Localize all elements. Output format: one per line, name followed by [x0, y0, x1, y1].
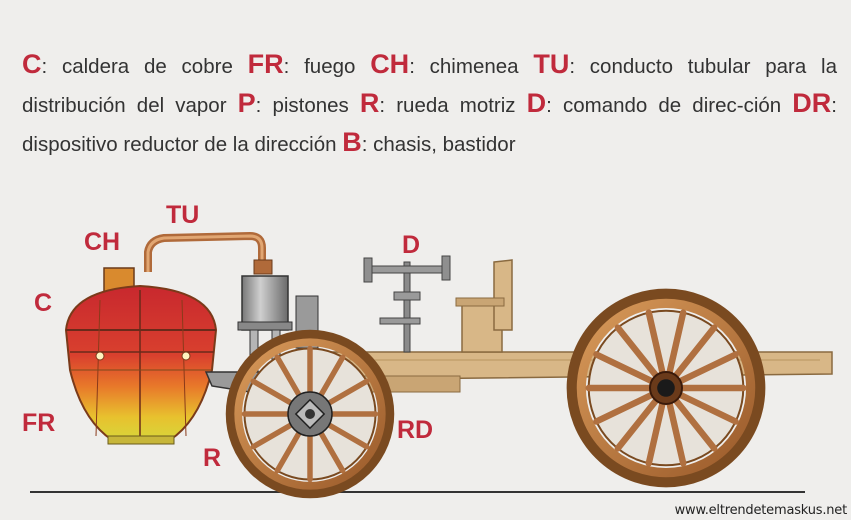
legend-desc-tu: : conducto tubular para la distribución …: [22, 55, 837, 117]
legend-desc-c: : caldera de cobre: [41, 55, 248, 78]
legend-desc-p: : pistones: [255, 94, 360, 117]
legend-text: C: caldera de cobre FR: fuego CH: chimen…: [22, 46, 837, 163]
legend-desc-fr: : fuego: [283, 55, 371, 78]
legend-desc-d: : comando de direc-ción: [546, 94, 793, 117]
rear-wheel: [566, 288, 766, 488]
label-c: C: [34, 289, 53, 317]
label-d: D: [402, 231, 421, 259]
legend-code-p: P: [237, 88, 256, 118]
label-ch: CH: [84, 228, 121, 256]
boiler: [64, 284, 218, 445]
legend-code-r: R: [359, 88, 380, 118]
legend-code-ch: CH: [370, 49, 410, 79]
legend-code-d: D: [526, 88, 547, 118]
website-credit[interactable]: www.eltrendetemaskus.net: [674, 503, 848, 518]
label-tu: TU: [166, 201, 200, 229]
legend-code-dr: DR: [792, 88, 832, 118]
legend-desc-dr: : dispositivo reductor de la dirección: [22, 94, 837, 156]
label-r: R: [203, 444, 222, 472]
legend-code-tu: TU: [533, 49, 570, 79]
legend-desc-r: : rueda motriz: [379, 94, 527, 117]
driver-seat: [455, 259, 513, 353]
legend-code-c: C: [22, 49, 42, 79]
label-rd: RD: [397, 416, 434, 444]
legend-desc-ch: : chimenea: [409, 55, 534, 78]
steam-pipe: [144, 231, 266, 272]
legend-code-fr: FR: [247, 49, 284, 79]
legend-desc-b: : chasis, bastidor: [361, 133, 516, 156]
steering-column: [363, 255, 451, 353]
drive-hub: [287, 391, 333, 437]
legend-code-b: B: [342, 127, 362, 157]
label-fr: FR: [22, 409, 56, 437]
